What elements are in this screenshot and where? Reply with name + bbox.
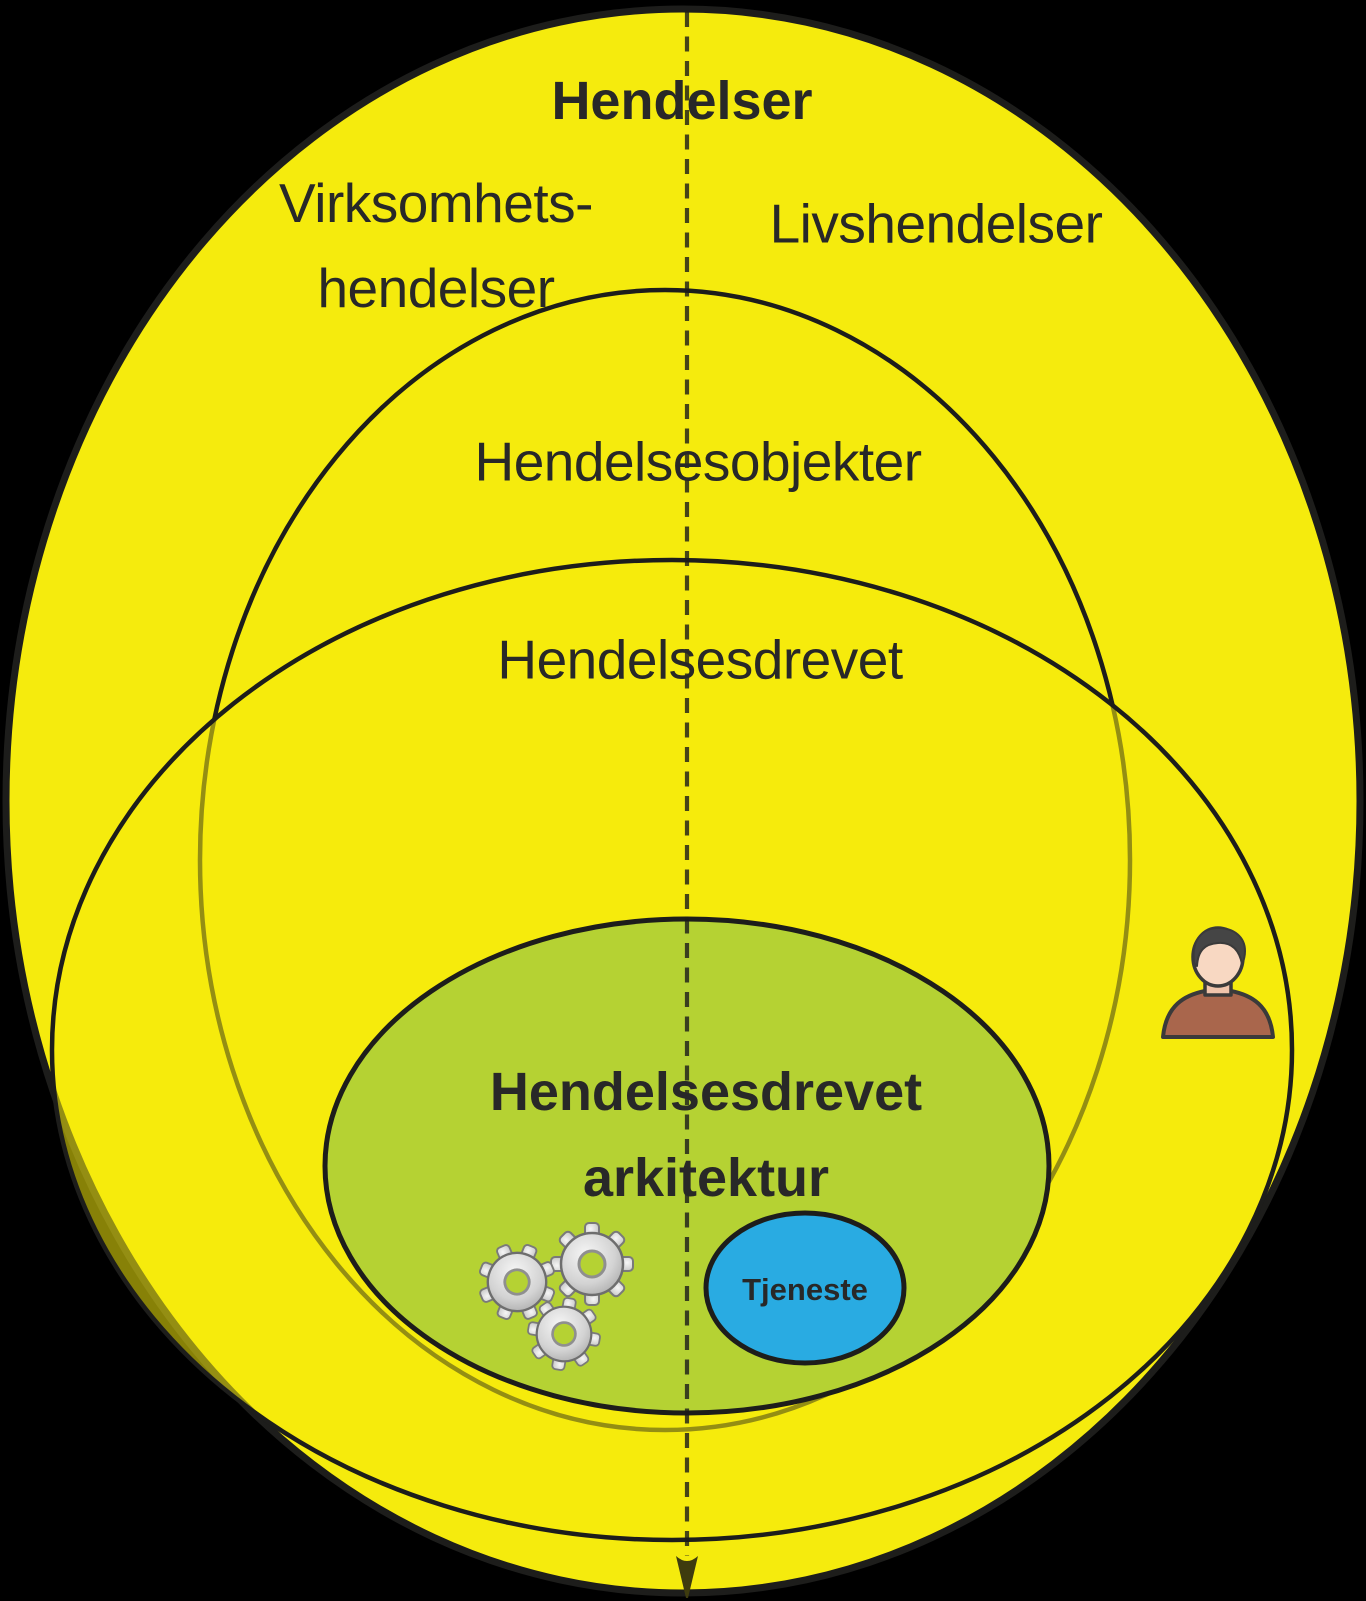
- label-tjeneste: Tjeneste: [742, 1271, 868, 1307]
- label-hendelsesobjekter: Hendelsesobjekter: [474, 430, 922, 493]
- ellipse-tjeneste: [703, 1210, 907, 1366]
- person-icon: [1161, 926, 1275, 1039]
- label-livshendelser: Livshendelser: [769, 192, 1103, 255]
- label-hendelsesdrevet: Hendelsesdrevet: [497, 628, 903, 691]
- label-virksomhetshendelser: Virksomhets- hendelser: [279, 172, 593, 319]
- label-hendelser: Hendelser: [551, 70, 813, 131]
- down-arrow-icon: [676, 1556, 698, 1598]
- label-hendelsesdrevet-arkitektur: Hendelsesdrevet arkitektur: [489, 1062, 923, 1208]
